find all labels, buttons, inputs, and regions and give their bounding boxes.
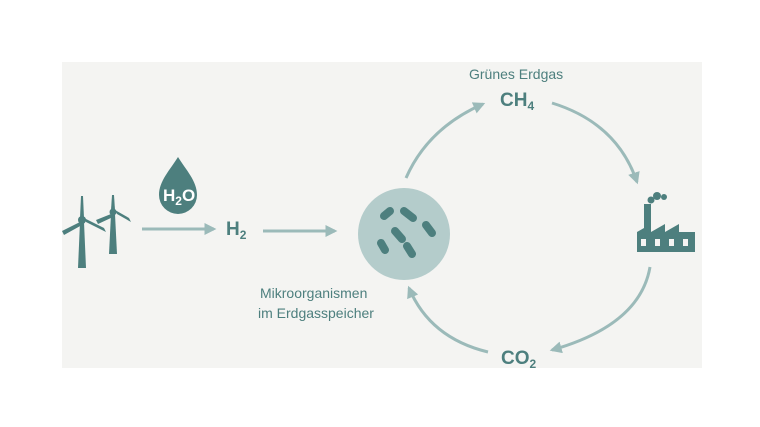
hydrogen-formula: H2 <box>226 219 247 242</box>
microorganism-cell-icon <box>358 188 450 280</box>
water-formula: H2O <box>163 186 196 208</box>
wind-turbine-icon <box>62 195 131 268</box>
arrow-microorganisms-to-ch4 <box>404 102 486 179</box>
factory-icon <box>637 192 695 252</box>
arrow-factory-to-co2 <box>549 266 652 354</box>
methane-formula: CH4 <box>500 90 535 113</box>
co2-formula: CO2 <box>501 348 537 371</box>
water-drop-icon <box>159 157 197 214</box>
green-gas-label: Grünes Erdgas <box>469 66 564 82</box>
microorganisms-label-line2: im Erdgasspeicher <box>258 305 374 321</box>
microorganisms-label-line1: Mikroorganismen <box>260 285 368 301</box>
arrow-ch4-to-factory <box>551 101 640 185</box>
arrow-co2-to-microorganisms <box>407 285 489 354</box>
